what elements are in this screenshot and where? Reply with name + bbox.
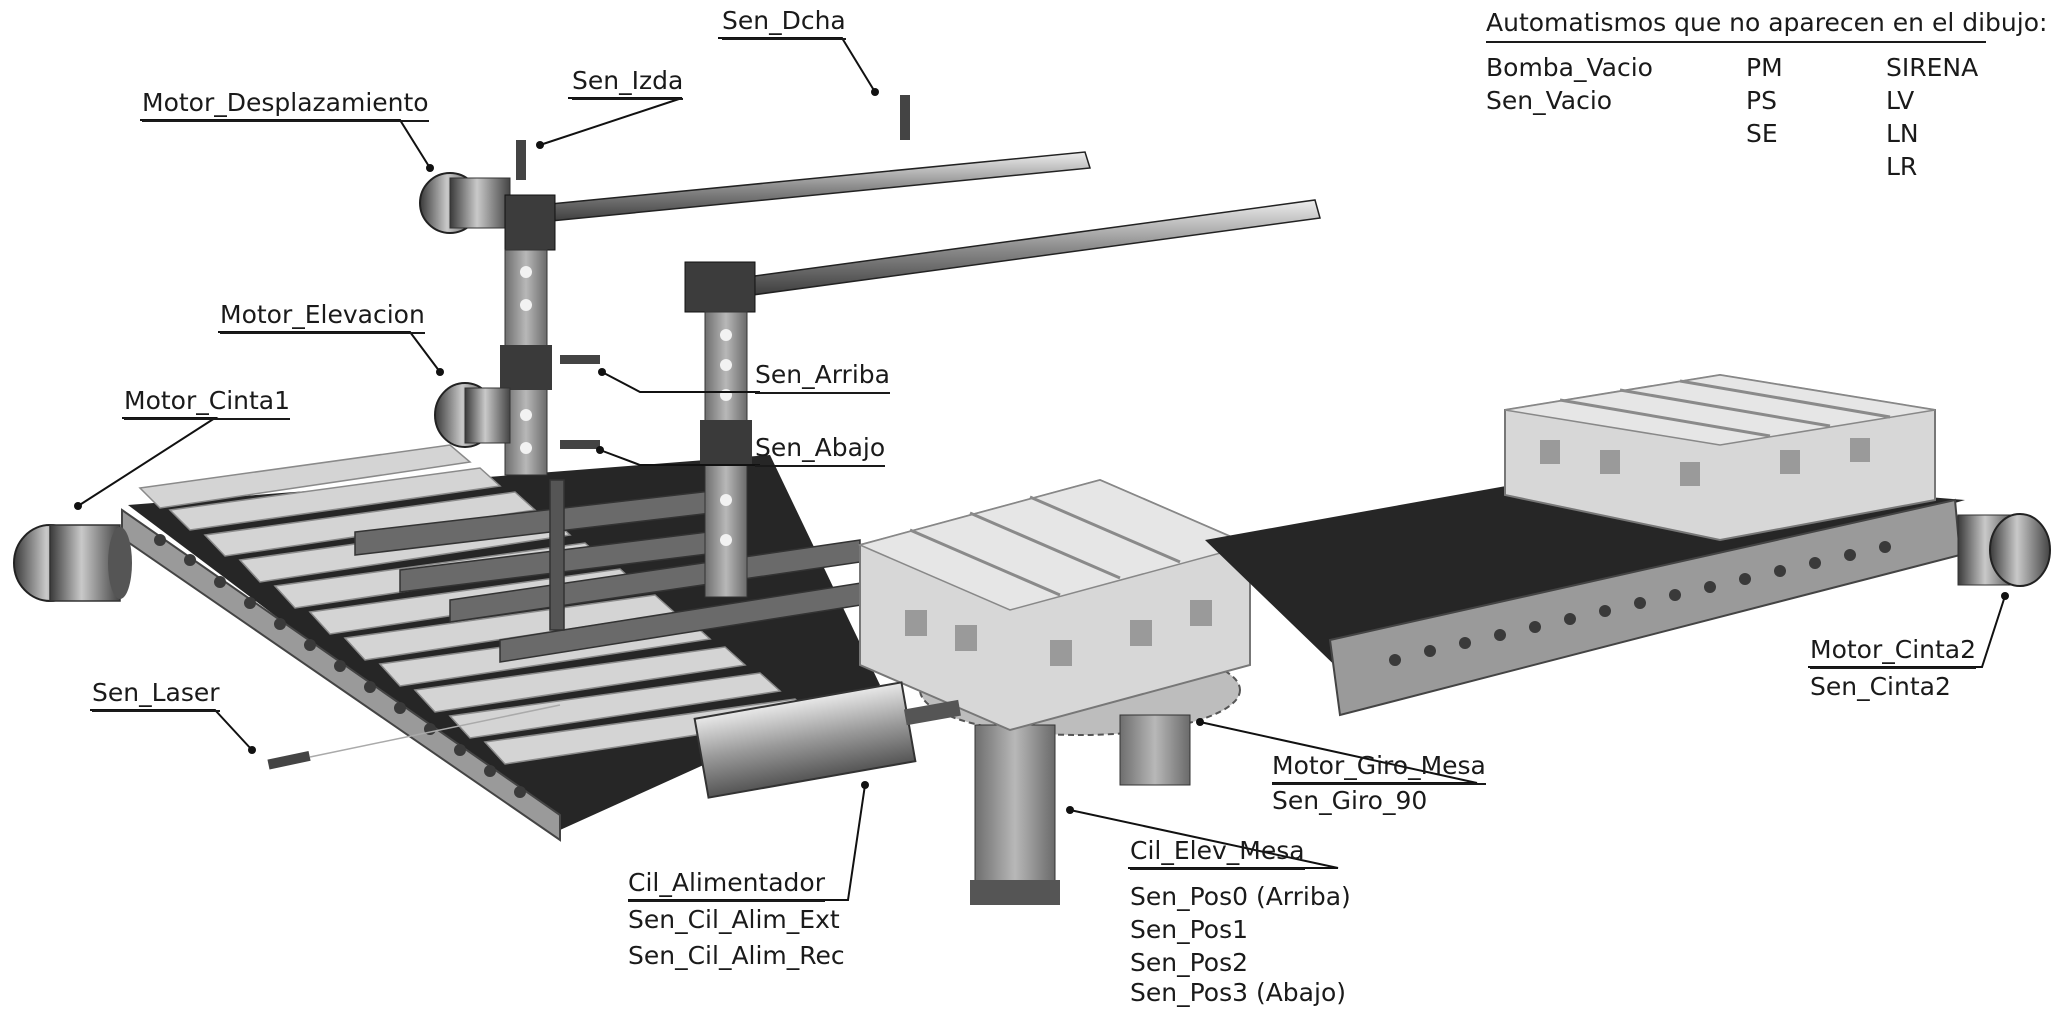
note-item: LR	[1886, 152, 1918, 181]
label-sen-laser: Sen_Laser	[92, 678, 220, 712]
cil-alimentador-device	[693, 681, 961, 799]
conveyor-2	[1205, 373, 2051, 717]
leader-dots	[74, 88, 2009, 814]
gripper-frame	[354, 479, 881, 663]
note-item: Sen_Vacio	[1486, 86, 1613, 115]
label-sen-izda: Sen_Izda	[572, 66, 684, 100]
note-col-3: SIRENA LV LN LR	[1886, 51, 1986, 183]
label-sen-abajo: Sen_Abajo	[755, 433, 886, 467]
carriage-right	[684, 261, 756, 313]
label-sen-arriba: Sen_Arriba	[755, 360, 890, 394]
label-sen-pos2: Sen_Pos2	[1130, 948, 1249, 977]
label-cil-alimentador: Cil_Alimentador	[628, 868, 825, 902]
carriage-left	[504, 194, 556, 251]
motor-giro-mesa-body	[1119, 714, 1191, 786]
note-col-2: PM PS SE	[1746, 51, 1886, 183]
label-sen-pos3: Sen_Pos3 (Abajo)	[1130, 978, 1346, 1007]
conveyor-2-holes	[1389, 541, 1891, 666]
label-sen-cinta2: Sen_Cinta2	[1810, 672, 1951, 701]
note-item: SE	[1746, 119, 1778, 148]
conveyor-1-holes	[154, 534, 526, 798]
sen-izda-device	[516, 140, 526, 180]
label-sen-cil-alim-ext: Sen_Cil_Alim_Ext	[628, 905, 840, 934]
sen-dcha-device	[900, 95, 910, 140]
rotary-table	[857, 478, 1253, 905]
note-item: PS	[1746, 86, 1777, 115]
label-motor-elevacion: Motor_Elevacion	[220, 300, 425, 334]
label-motor-giro-mesa: Motor_Giro_Mesa	[1272, 751, 1486, 785]
cil-elev-mesa-body	[974, 724, 1056, 891]
label-motor-desplazamiento: Motor_Desplazamiento	[142, 88, 429, 122]
label-sen-pos0: Sen_Pos0 (Arriba)	[1130, 882, 1351, 911]
sen-arriba-device	[560, 355, 600, 364]
label-sen-dcha: Sen_Dcha	[722, 6, 846, 40]
note-col-1: Bomba_Vacio Sen_Vacio	[1486, 51, 1746, 183]
label-sen-cil-alim-rec: Sen_Cil_Alim_Rec	[628, 941, 845, 970]
sen-abajo-device	[560, 440, 600, 449]
label-cil-elev-mesa: Cil_Elev_Mesa	[1130, 836, 1305, 870]
note-item: PM	[1746, 53, 1783, 82]
unshown-automations-note: Automatismos que no aparecen en el dibuj…	[1486, 8, 2047, 183]
note-item: Bomba_Vacio	[1486, 53, 1653, 82]
note-item: SIRENA	[1886, 53, 1979, 82]
label-sen-giro-90: Sen_Giro_90	[1272, 786, 1428, 815]
gantry	[419, 95, 1321, 598]
label-motor-cinta1: Motor_Cinta1	[124, 386, 291, 420]
gantry-rail-right	[739, 199, 1321, 297]
sen-laser-device	[267, 704, 561, 770]
label-motor-cinta2: Motor_Cinta2	[1810, 635, 1977, 669]
motor-cinta1	[13, 524, 132, 602]
gantry-rail-left	[539, 151, 1091, 223]
note-columns: Bomba_Vacio Sen_Vacio PM PS SE SIRENA LV…	[1486, 51, 1986, 183]
note-item: LN	[1886, 119, 1919, 148]
note-item: LV	[1886, 86, 1915, 115]
label-sen-pos1: Sen_Pos1	[1130, 915, 1249, 944]
note-title: Automatismos que no aparecen en el dibuj…	[1486, 8, 2047, 43]
